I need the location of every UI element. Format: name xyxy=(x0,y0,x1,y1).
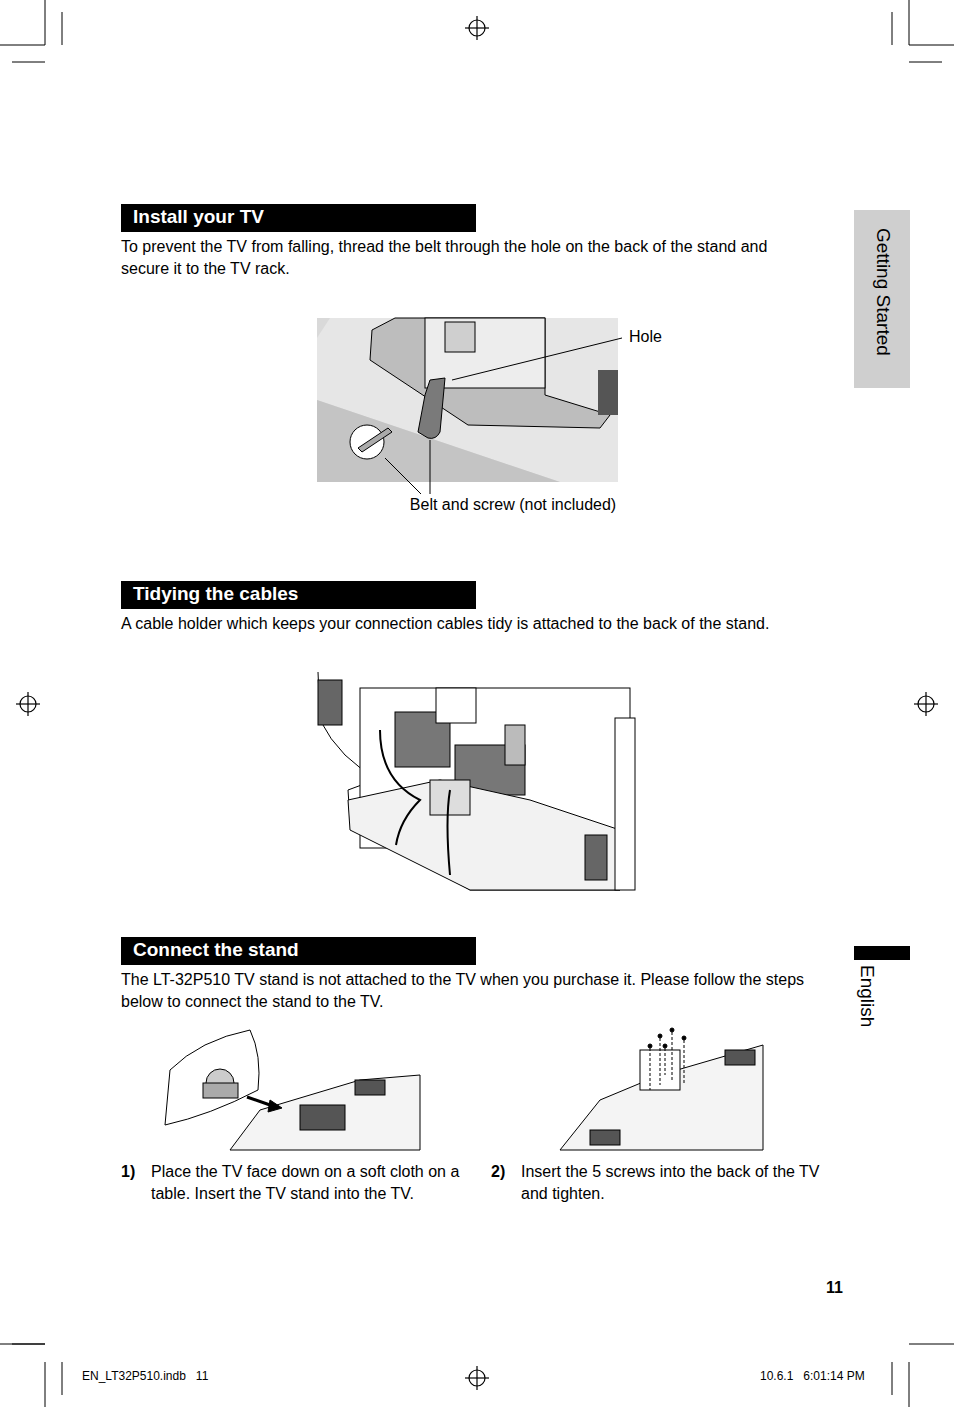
section-heading: Install your TV xyxy=(121,204,476,232)
tab-label: English xyxy=(856,965,878,1027)
step-number: 2) xyxy=(491,1161,505,1183)
side-tab: Getting Started xyxy=(854,210,910,388)
page-number: 11 xyxy=(826,1277,843,1299)
section-heading: Tidying the cables xyxy=(121,581,476,609)
section-heading: Connect the stand xyxy=(121,937,476,965)
step-number: 1) xyxy=(121,1161,135,1183)
body-text: A cable holder which keeps your connecti… xyxy=(121,613,821,635)
step-text: Place the TV face down on a soft cloth o… xyxy=(151,1161,471,1205)
heading-text: Install your TV xyxy=(133,206,264,227)
footer-text: EN_LT32P510.indb 11 xyxy=(82,1368,208,1384)
screws-illustration xyxy=(560,1028,763,1150)
heading-text: Tidying the cables xyxy=(133,583,298,604)
footer-text: 10.6.1 6:01:14 PM xyxy=(760,1368,865,1384)
tab-label: Getting Started xyxy=(872,228,894,356)
heading-text: Connect the stand xyxy=(133,939,299,960)
body-text: The LT-32P510 TV stand is not attached t… xyxy=(121,969,811,1013)
insert-stand-illustration xyxy=(165,1030,420,1150)
body-text: To prevent the TV from falling, thread t… xyxy=(121,236,811,280)
tab-bar xyxy=(854,946,910,960)
callout-label: Belt and screw (not included) xyxy=(380,494,646,516)
registration-marks xyxy=(16,16,938,1390)
cable-holder-illustration xyxy=(318,672,635,890)
callout-label: Hole xyxy=(627,326,664,348)
stand-belt-illustration xyxy=(317,318,622,498)
step-text: Insert the 5 screws into the back of the… xyxy=(521,1161,821,1205)
